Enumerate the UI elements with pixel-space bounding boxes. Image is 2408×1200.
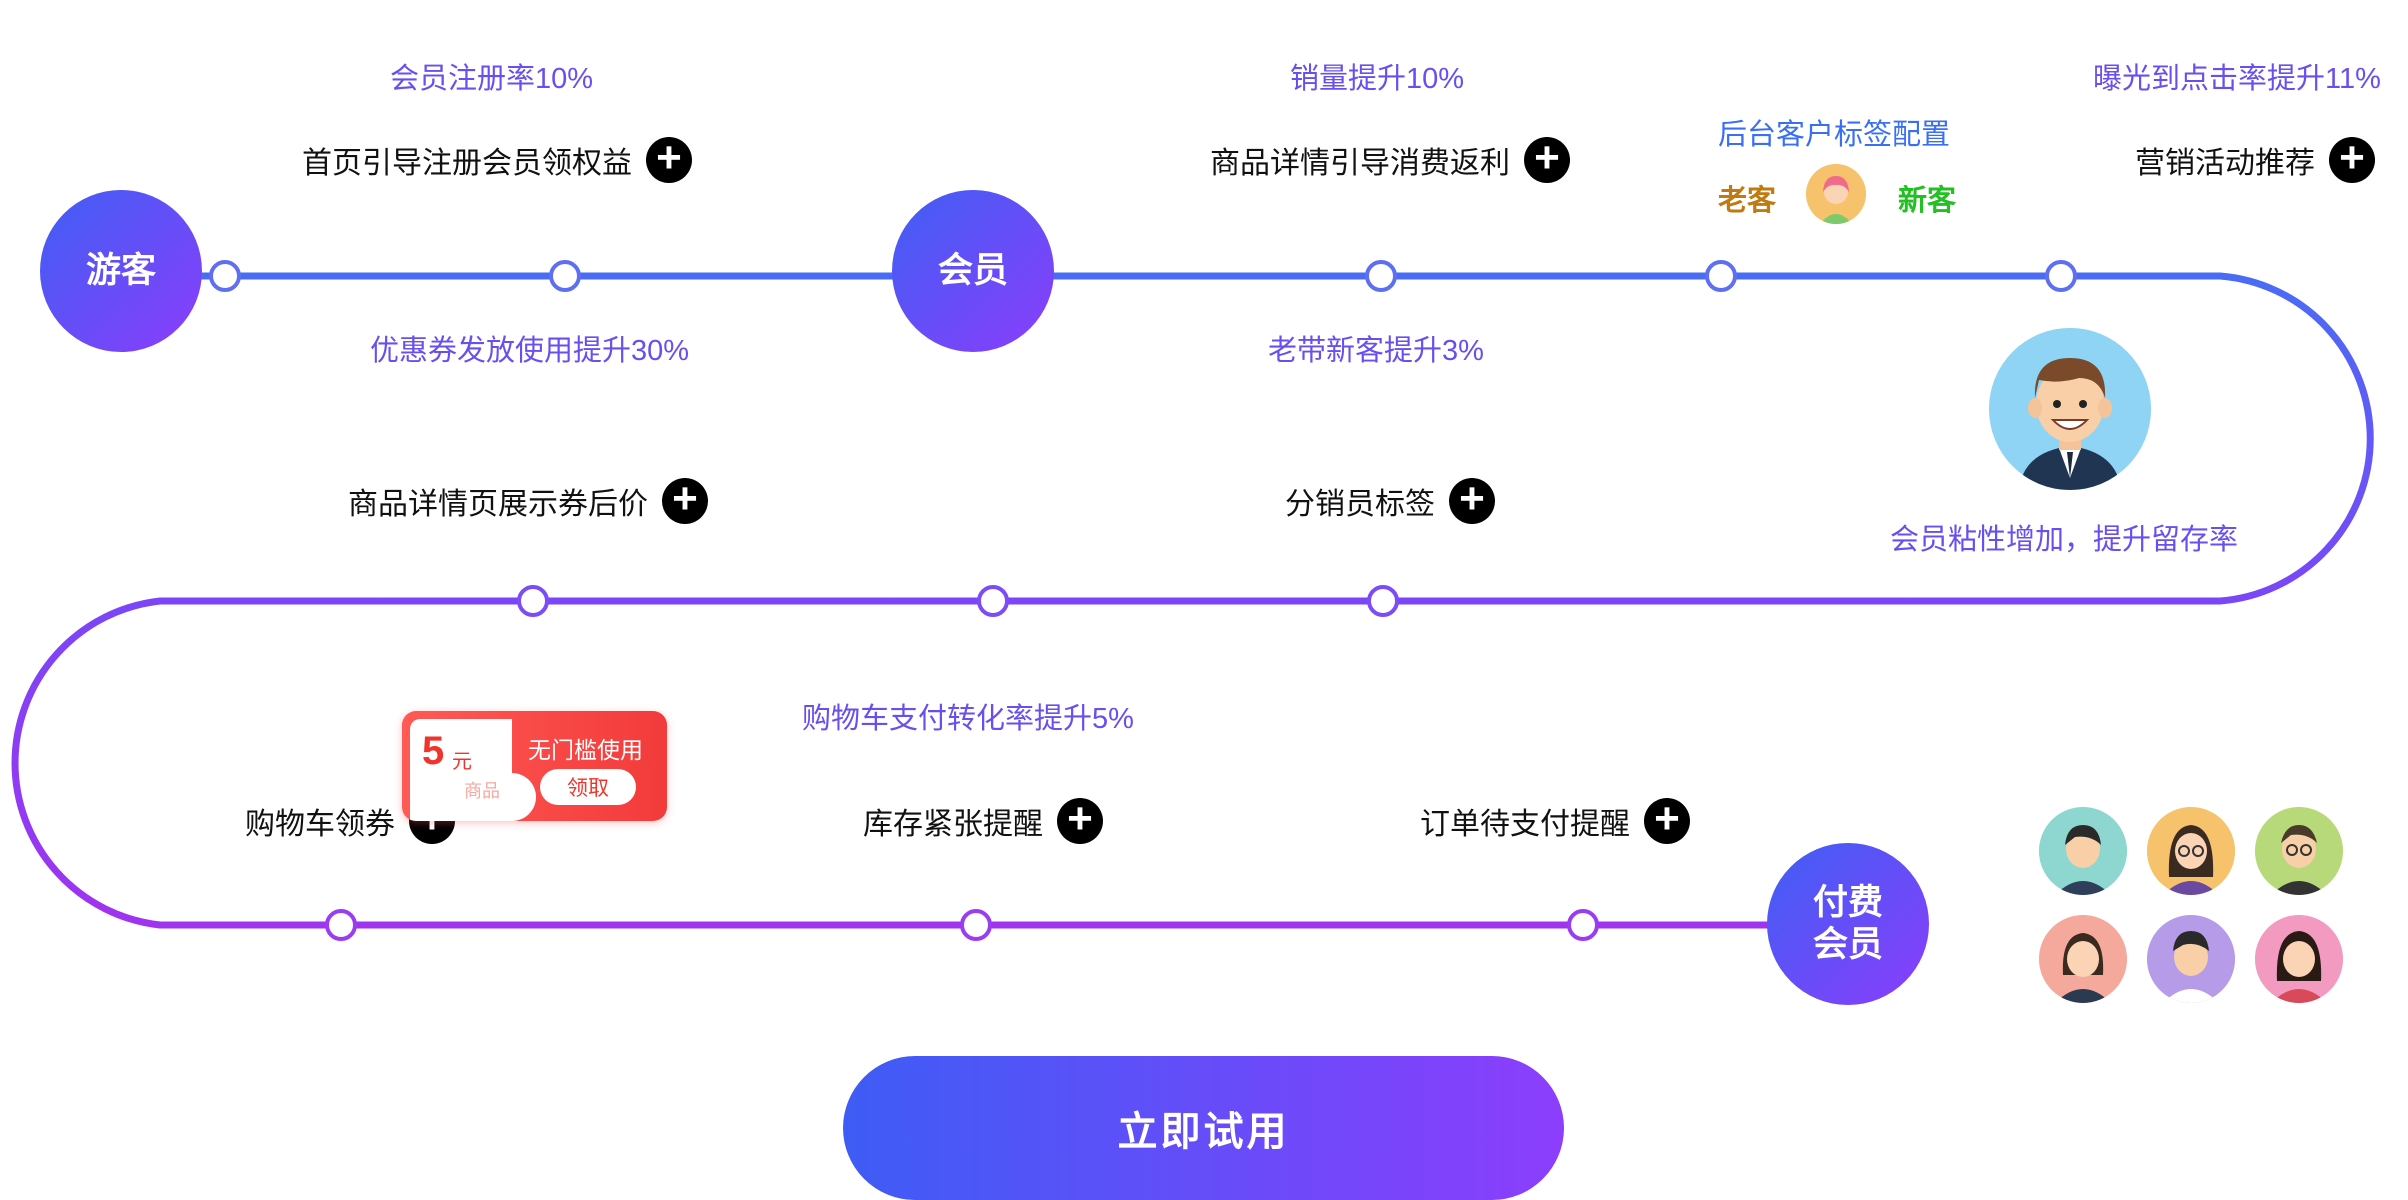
- plus-circle-icon[interactable]: +: [662, 477, 708, 524]
- feature-detail-coupon-price-label: 商品详情页展示券后价: [348, 488, 648, 521]
- customer-tags-title: 后台客户标签配置: [1718, 119, 1951, 151]
- user-avatar-icon: [2255, 915, 2343, 1003]
- feature-home-register[interactable]: 首页引导注册会员领权益 +: [302, 136, 692, 183]
- feature-detail-coupon-price[interactable]: 商品详情页展示券后价 +: [348, 477, 708, 524]
- metric-referral-increase: 老带新客提升3%: [1268, 335, 1484, 367]
- plus-circle-icon[interactable]: +: [1449, 477, 1495, 524]
- user-avatar-icon: [2147, 807, 2235, 895]
- feature-distributor-tag-label: 分销员标签: [1285, 488, 1435, 521]
- plus-circle-icon[interactable]: +: [2329, 136, 2375, 183]
- path-node: [1365, 260, 1397, 292]
- plus-circle-icon[interactable]: +: [1524, 136, 1570, 183]
- coupon-title: 无门槛使用: [528, 737, 643, 763]
- path-node: [1705, 260, 1737, 292]
- stage-member-label: 会员: [937, 251, 1008, 290]
- coupon-card: 5 元 商品 无门槛使用 领取: [402, 711, 667, 821]
- user-avatar-icon: [2147, 915, 2235, 1003]
- stage-member: 会员: [892, 190, 1054, 352]
- feature-marketing-recommend-label: 营销活动推荐: [2135, 147, 2315, 180]
- path-node: [209, 260, 241, 292]
- feature-home-register-label: 首页引导注册会员领权益: [302, 147, 632, 180]
- stage-paid-member-label: 付费 会员: [1812, 883, 1883, 964]
- user-avatar-icon: [2255, 807, 2343, 895]
- plus-circle-icon[interactable]: +: [1057, 797, 1103, 844]
- path-node: [960, 909, 992, 941]
- feature-cart-coupon-label: 购物车领券: [245, 808, 395, 841]
- metric-cart-conversion: 购物车支付转化率提升5%: [802, 703, 1134, 735]
- feature-pending-payment[interactable]: 订单待支付提醒 +: [1420, 797, 1690, 844]
- feature-distributor-tag[interactable]: 分销员标签 +: [1285, 477, 1495, 524]
- user-avatar-icon: [2039, 807, 2127, 895]
- new-customer-tag: 新客: [1898, 185, 1957, 217]
- stage-paid-member: 付费 会员: [1767, 843, 1929, 1005]
- metric-ctr-increase: 曝光到点击率提升11%: [2093, 63, 2381, 95]
- coupon-amount: 5: [422, 729, 445, 773]
- feature-stock-alert-label: 库存紧张提醒: [863, 808, 1043, 841]
- feature-pending-payment-label: 订单待支付提醒: [1420, 808, 1630, 841]
- path-node: [2045, 260, 2077, 292]
- path-node: [977, 585, 1009, 617]
- metric-sales-increase: 销量提升10%: [1290, 63, 1465, 95]
- path-node: [1367, 585, 1399, 617]
- coupon-notch: [488, 773, 536, 821]
- stage-visitor: 游客: [40, 190, 202, 352]
- path-node: [517, 585, 549, 617]
- member-avatar-icon: [1989, 328, 2151, 490]
- customer-avatar-icon: [1806, 164, 1866, 224]
- path-node: [1567, 909, 1599, 941]
- user-avatar-icon: [2039, 915, 2127, 1003]
- old-customer-tag: 老客: [1718, 185, 1777, 217]
- coupon-subtitle: 商品: [464, 781, 500, 801]
- try-now-button[interactable]: 立即试用: [843, 1056, 1564, 1200]
- stage-visitor-label: 游客: [85, 251, 156, 290]
- coupon-claim-button[interactable]: 领取: [540, 769, 636, 805]
- coupon-unit: 元: [452, 751, 472, 773]
- feature-stock-alert[interactable]: 库存紧张提醒 +: [863, 797, 1103, 844]
- path-node: [549, 260, 581, 292]
- metric-registration-rate: 会员注册率10%: [390, 63, 594, 95]
- metric-coupon-usage: 优惠券发放使用提升30%: [370, 335, 690, 367]
- feature-detail-cashback[interactable]: 商品详情引导消费返利 +: [1210, 136, 1570, 183]
- feature-marketing-recommend[interactable]: 营销活动推荐 +: [2135, 136, 2375, 183]
- plus-circle-icon[interactable]: +: [646, 136, 692, 183]
- plus-circle-icon[interactable]: +: [1644, 797, 1690, 844]
- path-node: [325, 909, 357, 941]
- metric-member-retention: 会员粘性增加，提升留存率: [1890, 524, 2239, 556]
- feature-detail-cashback-label: 商品详情引导消费返利: [1210, 147, 1510, 180]
